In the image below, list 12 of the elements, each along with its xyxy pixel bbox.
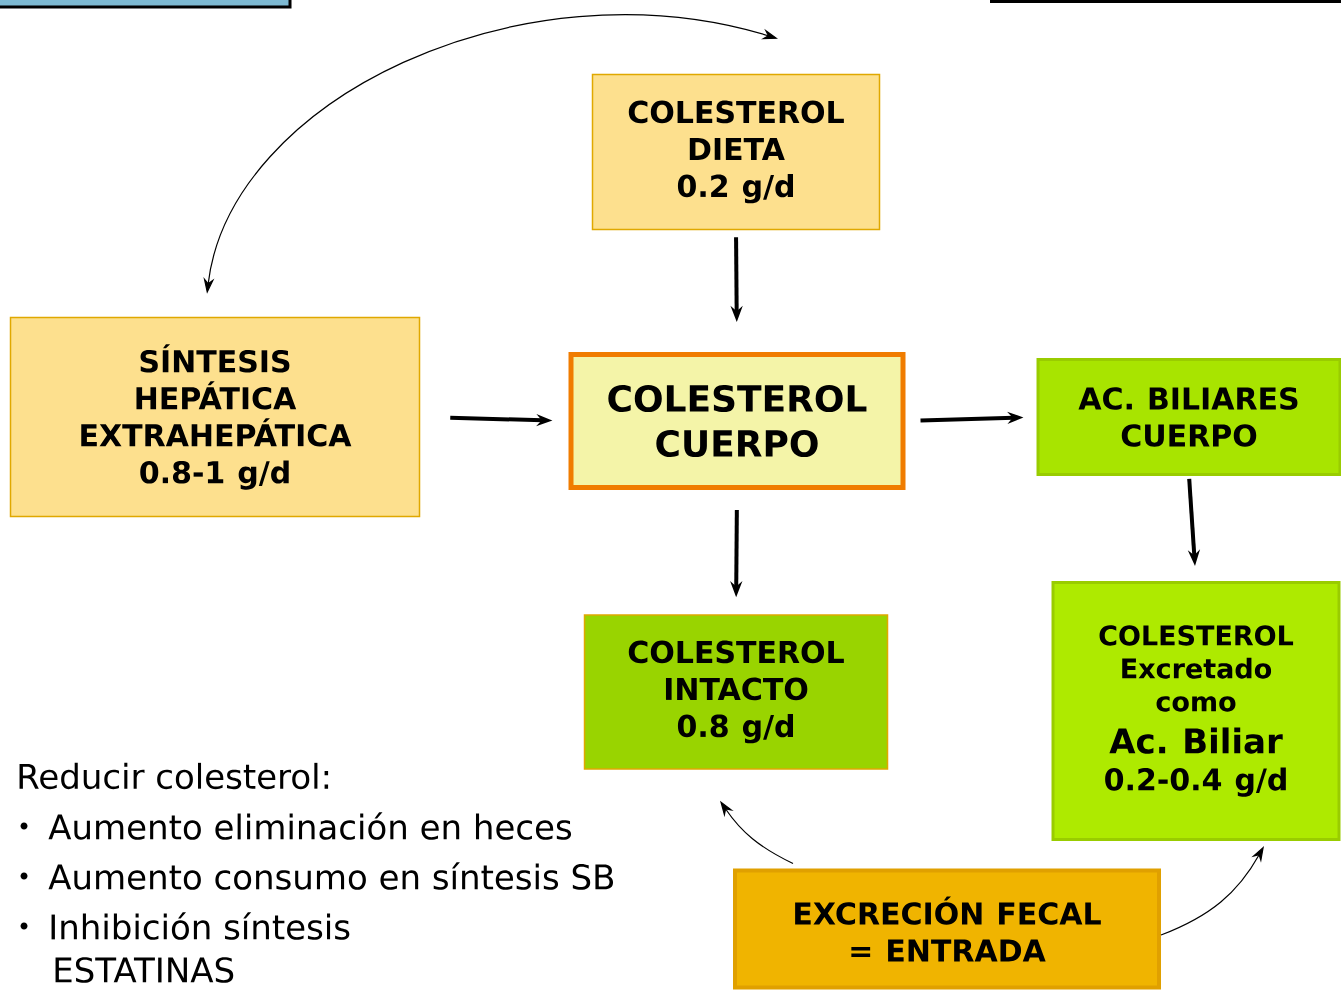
process-box: AC. BILIARES CUERPO (1036, 358, 1341, 476)
list-text: Inhibición síntesis (51, 912, 350, 940)
process-box: COLESTEROL CUERPO (568, 352, 906, 490)
process-box: COLESTEROL DIETA 0.2 g/d (591, 73, 881, 231)
list-text: Reducir colesterol: (19, 762, 329, 790)
list-text: ESTATINAS (55, 957, 234, 983)
process-box: COLESTEROL Excretado como Ac. Biliar 0.2-0.4 g/d (1051, 581, 1341, 841)
process-box: SÍNTESIS HEPÁTICA EXTRAHEPÁTICA 0.8-1 g/d (9, 316, 421, 518)
list-text: Aumento consumo en síntesis SB (48, 862, 613, 890)
process-box: COLESTEROL INTACTO 0.8 g/d (583, 614, 889, 770)
list-text: Aumento eliminación en heces (48, 812, 572, 840)
process-box: EXCRECIÓN FECAL = ENTRADA (733, 868, 1161, 990)
